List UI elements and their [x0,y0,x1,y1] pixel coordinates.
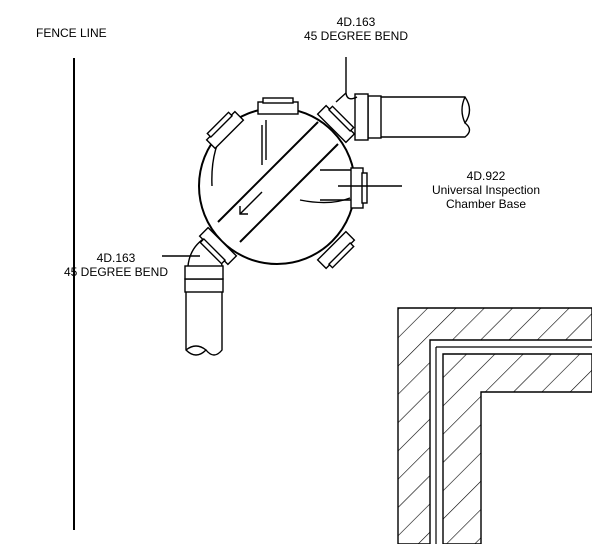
fence-line-label: FENCE LINE [36,26,107,40]
chamber-port-lower-left [198,226,238,266]
bottom-left-pipe [184,235,231,356]
chamber-port-upper-right [316,104,356,144]
chamber-code: 4D.922 [466,169,506,183]
chamber-line-1: Universal Inspection [431,183,541,197]
top-bend-desc: 45 DEGREE BEND [303,29,409,43]
left-bend-label: 4D.163 45 DEGREE BEND [46,251,186,279]
chamber-label: 4D.922 Universal Inspection Chamber Base [410,169,562,211]
top-bend-code: 4D.163 [336,15,376,29]
chamber-port-right [350,167,368,209]
chamber-port-top [257,97,299,115]
left-bend-desc: 45 DEGREE BEND [63,265,169,279]
chamber-port-upper-left [205,110,245,150]
top-bend-label: 4D.163 45 DEGREE BEND [286,15,426,43]
chamber-port-lower-right [316,230,356,270]
chamber-line-2: Chamber Base [445,197,527,211]
building-wall [397,307,592,544]
inspection-chamber [198,97,368,270]
top-right-pipe [327,57,471,141]
left-bend-code: 4D.163 [96,251,136,265]
